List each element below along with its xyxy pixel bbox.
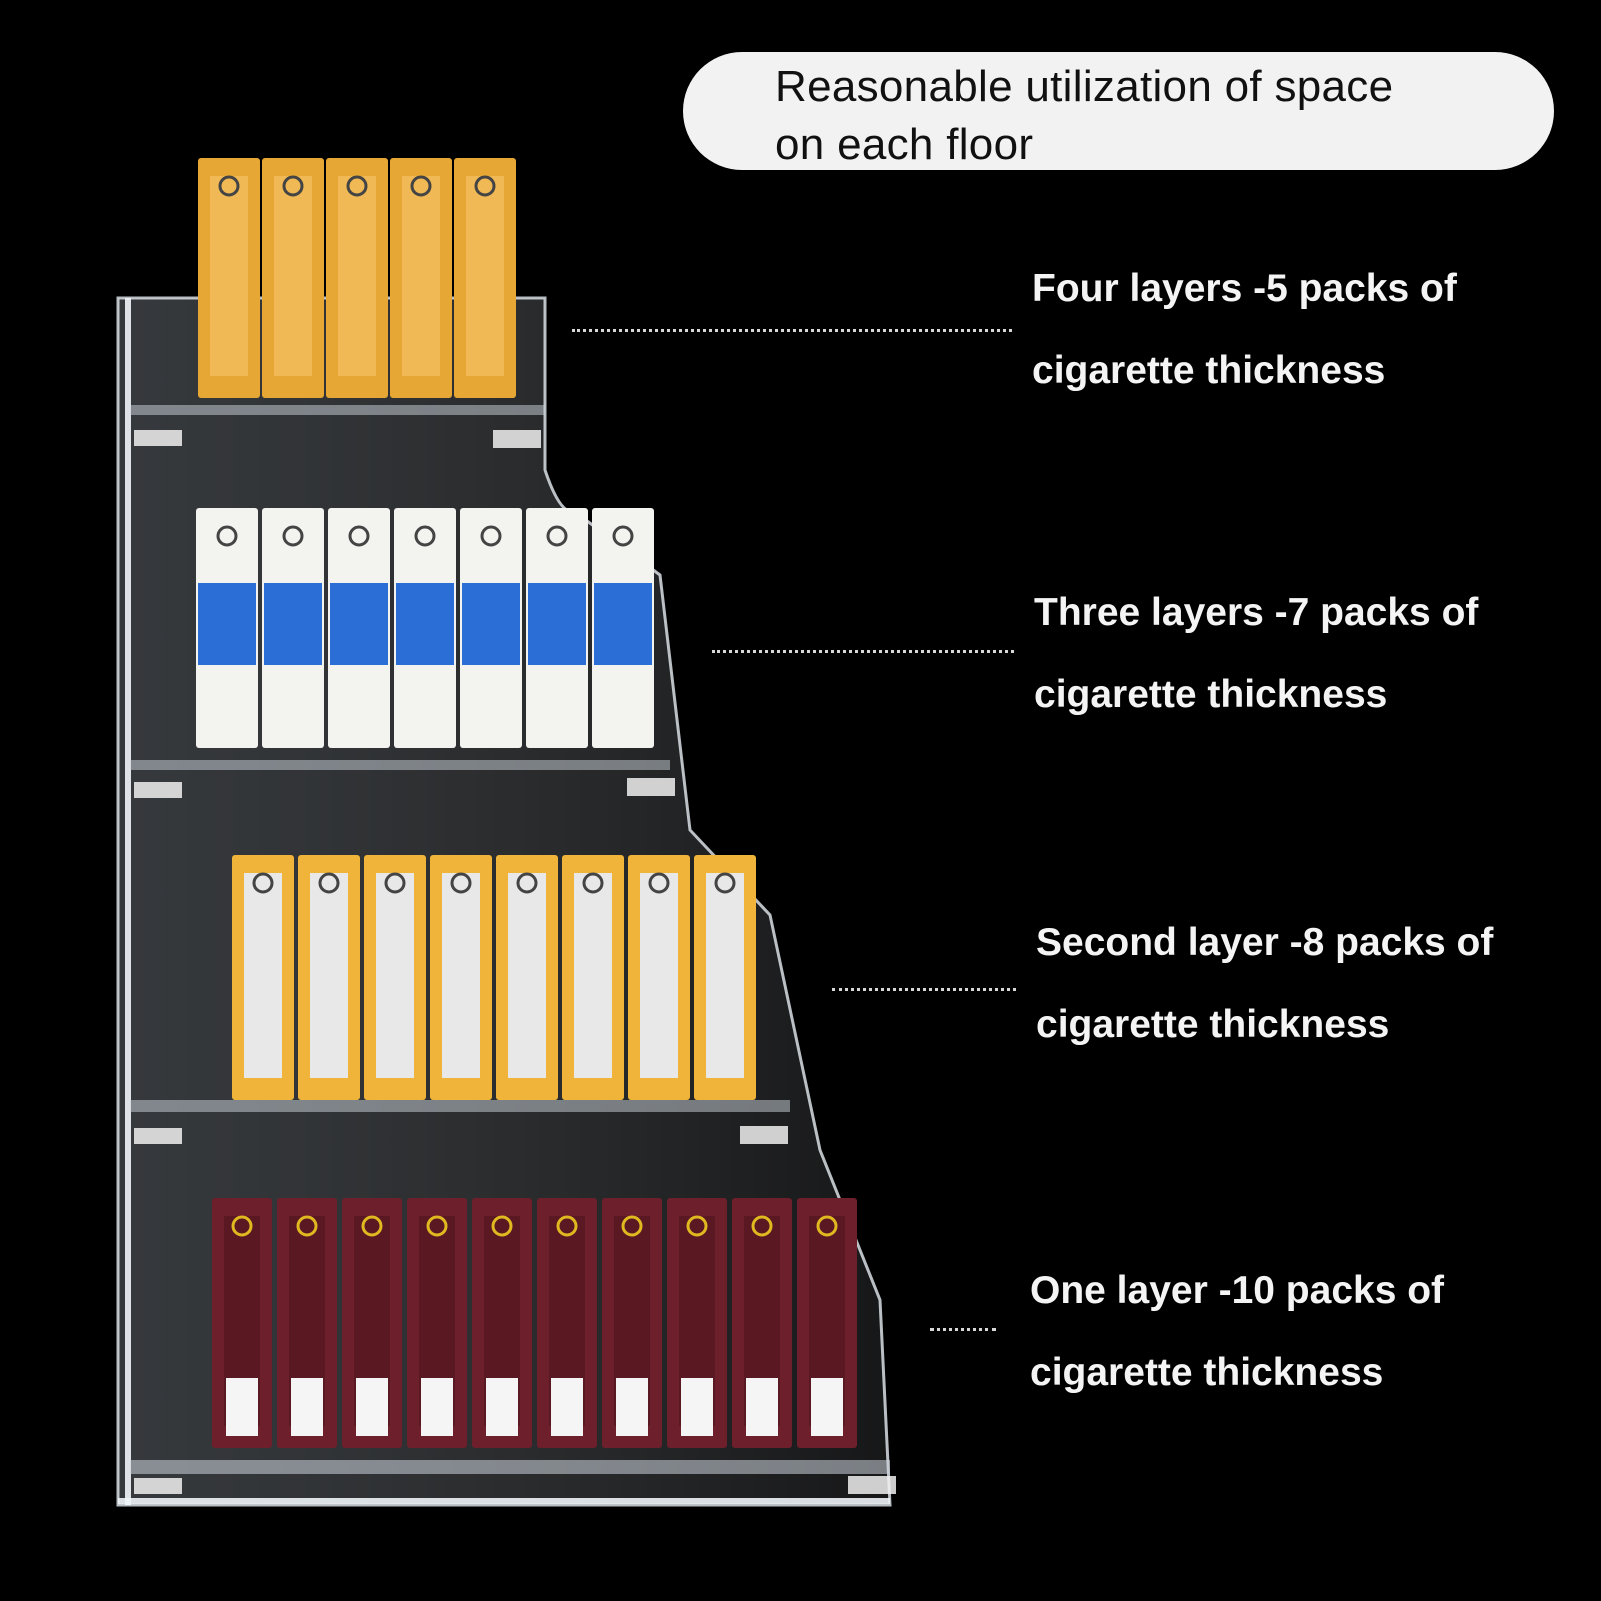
pack-logo [714, 872, 736, 894]
headline-line-2: on each floor [775, 120, 1034, 169]
pack-logo [231, 1215, 253, 1237]
callout-tier-1: One layer -10 packs of cigarette thickne… [1030, 1250, 1444, 1414]
pack-label [551, 1378, 583, 1436]
pack-logo [384, 872, 406, 894]
leader-line-tier-2 [832, 988, 1016, 991]
pack-logo [318, 872, 340, 894]
pack-logo [346, 175, 368, 197]
pack-panel [466, 176, 504, 376]
pack-logo [361, 1215, 383, 1237]
shelf-ledge-4 [130, 405, 545, 415]
pack-logo [216, 525, 238, 547]
pack-logo [582, 872, 604, 894]
pack-label [421, 1378, 453, 1436]
leader-line-tier-1 [930, 1328, 996, 1331]
pack-panel [640, 873, 678, 1078]
pack-panel [376, 873, 414, 1078]
pack-band [198, 583, 256, 665]
pack-logo [556, 1215, 578, 1237]
pack-panel [508, 873, 546, 1078]
pack-logo [686, 1215, 708, 1237]
callout-tier-1-line-1: One layer -10 packs of [1030, 1269, 1445, 1312]
pack-logo [816, 1215, 838, 1237]
leader-line-tier-3 [712, 650, 1014, 653]
pack-panel [338, 176, 376, 376]
pack-label [681, 1378, 713, 1436]
pack-label [486, 1378, 518, 1436]
callout-tier-3-line-1: Three layers -7 packs of [1034, 591, 1479, 634]
pack-logo [546, 525, 568, 547]
pack-logo [410, 175, 432, 197]
pack-label [616, 1378, 648, 1436]
pack-logo [474, 175, 496, 197]
callout-tier-4-line-1: Four layers -5 packs of [1032, 267, 1457, 310]
pack-logo [621, 1215, 643, 1237]
pack-band [396, 583, 454, 665]
callout-tier-2-line-2: cigarette thickness [1036, 1003, 1390, 1046]
pack-logo [648, 872, 670, 894]
pack-logo [516, 872, 538, 894]
pack-label [811, 1378, 843, 1436]
leader-line-tier-4 [572, 329, 1012, 332]
pack-panel [274, 176, 312, 376]
headline-banner: Reasonable utilization of space on each … [683, 52, 1554, 170]
pack-logo [612, 525, 634, 547]
shelf-ledge-2 [130, 1100, 790, 1112]
pack-logo [296, 1215, 318, 1237]
callout-tier-4-line-2: cigarette thickness [1032, 349, 1386, 392]
callout-tier-2: Second layer -8 packs of cigarette thick… [1036, 902, 1493, 1066]
pack-logo [450, 872, 472, 894]
cigarette-packs [196, 158, 857, 1448]
pack-band [594, 583, 652, 665]
callout-tier-4: Four layers -5 packs of cigarette thickn… [1032, 248, 1457, 412]
pack-band [330, 583, 388, 665]
pack-logo [480, 525, 502, 547]
pack-panel [210, 176, 248, 376]
pack-panel [442, 873, 480, 1078]
pack-logo [491, 1215, 513, 1237]
pack-band [462, 583, 520, 665]
shelf-ledge-1 [130, 1460, 890, 1474]
pack-label [356, 1378, 388, 1436]
pack-logo [348, 525, 370, 547]
pack-logo [426, 1215, 448, 1237]
pack-panel [706, 873, 744, 1078]
pack-band [528, 583, 586, 665]
callout-tier-1-line-2: cigarette thickness [1030, 1351, 1384, 1394]
pack-logo [751, 1215, 773, 1237]
pack-panel [310, 873, 348, 1078]
pack-logo [282, 175, 304, 197]
pack-logo [282, 525, 304, 547]
pack-logo [218, 175, 240, 197]
pack-band [264, 583, 322, 665]
pack-label [746, 1378, 778, 1436]
headline-line-1: Reasonable utilization of space [775, 62, 1394, 111]
callout-tier-2-line-1: Second layer -8 packs of [1036, 921, 1494, 964]
pack-panel [402, 176, 440, 376]
pack-logo [414, 525, 436, 547]
pack-label [291, 1378, 323, 1436]
callout-tier-3-line-2: cigarette thickness [1034, 673, 1388, 716]
callout-tier-3: Three layers -7 packs of cigarette thick… [1034, 572, 1478, 736]
shelf-ledge-3 [130, 760, 670, 770]
pack-panel [574, 873, 612, 1078]
pack-logo [252, 872, 274, 894]
pack-label [226, 1378, 258, 1436]
pack-panel [244, 873, 282, 1078]
